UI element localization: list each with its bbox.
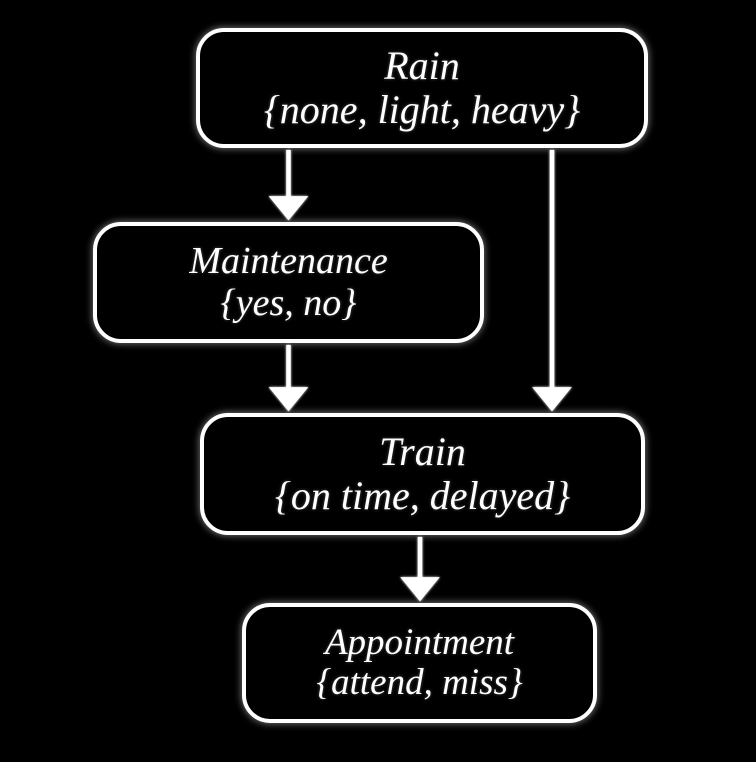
node-train-states: {on time, delayed} xyxy=(274,473,571,518)
node-maintenance[interactable]: Maintenance {yes, no} xyxy=(93,222,484,343)
node-rain[interactable]: Rain {none, light, heavy} xyxy=(196,28,648,148)
node-appointment-states: {attend, miss} xyxy=(316,662,523,703)
node-appointment-title: Appointment xyxy=(324,621,515,663)
node-maintenance-title: Maintenance xyxy=(189,239,388,282)
node-train[interactable]: Train {on time, delayed} xyxy=(200,413,645,535)
node-appointment[interactable]: Appointment {attend, miss} xyxy=(242,603,597,723)
node-rain-title: Rain xyxy=(384,43,460,89)
node-train-title: Train xyxy=(379,429,466,475)
node-maintenance-states: {yes, no} xyxy=(220,281,357,324)
node-rain-states: {none, light, heavy} xyxy=(263,87,581,132)
